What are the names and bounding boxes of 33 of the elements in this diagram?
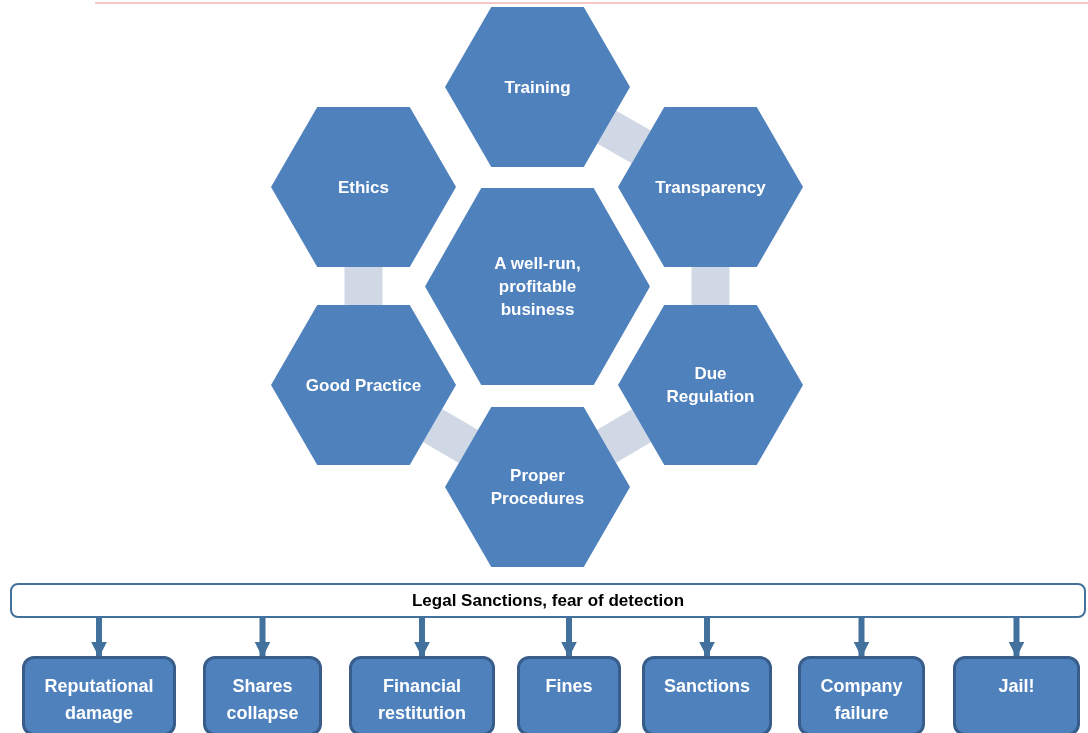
node-label: Due Regulation bbox=[665, 363, 756, 408]
node-label: Jail! bbox=[998, 675, 1035, 698]
node-label: Good Practice bbox=[305, 374, 422, 397]
node-label: Fines bbox=[545, 675, 593, 698]
down-arrow bbox=[699, 618, 715, 658]
node-label: Proper Procedures bbox=[489, 465, 586, 510]
node-label: Training bbox=[504, 76, 571, 99]
down-arrow bbox=[414, 618, 430, 658]
outcome-box bbox=[953, 656, 1080, 733]
down-arrow bbox=[91, 618, 107, 658]
banner-text: Legal Sanctions, fear of detection bbox=[411, 590, 685, 611]
down-arrow bbox=[254, 618, 271, 658]
outcome-box bbox=[22, 656, 176, 733]
connector-band bbox=[597, 110, 651, 164]
connector-band bbox=[596, 409, 652, 463]
down-arrow bbox=[561, 618, 577, 658]
outcome-box bbox=[203, 656, 322, 733]
outcome-box bbox=[798, 656, 925, 733]
node-label: Financial restitution bbox=[377, 675, 467, 725]
banner-bar bbox=[10, 583, 1086, 618]
down-arrow bbox=[1008, 618, 1025, 658]
node-label: Transparency bbox=[655, 176, 766, 199]
outcome-box bbox=[642, 656, 772, 733]
node-label: Company failure bbox=[819, 675, 904, 725]
node-label: Ethics bbox=[338, 176, 389, 199]
node-label: A well-run, profitable business bbox=[493, 253, 582, 321]
node-label: Reputational damage bbox=[43, 675, 155, 725]
outcome-box bbox=[517, 656, 621, 733]
down-arrow bbox=[853, 618, 870, 658]
node-label: Sanctions bbox=[664, 675, 750, 698]
outcome-box bbox=[349, 656, 495, 733]
connector-band bbox=[423, 409, 478, 463]
node-label: Shares collapse bbox=[225, 675, 300, 725]
